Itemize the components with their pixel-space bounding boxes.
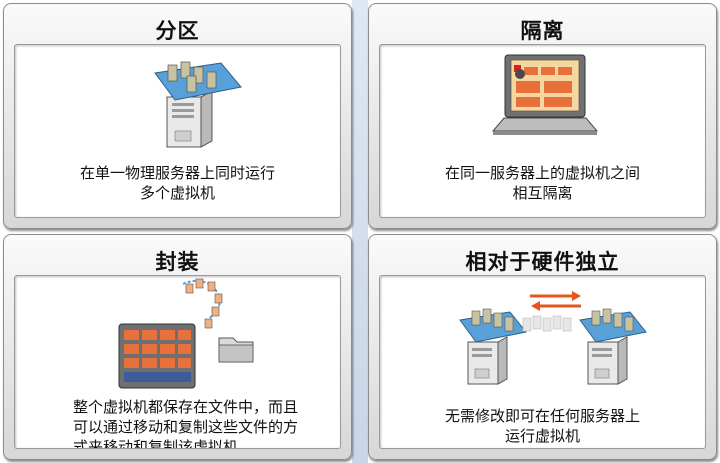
hardware-independence-illustration [459,291,647,385]
panel-title: 隔离 [520,19,565,43]
virtual-machine-stack-icon [154,61,242,101]
panel-title: 封装 [155,250,200,274]
panel-content: 整个虚拟机都保存在文件中，而且 可以通过移动和复制这些文件的方 式来移动和复制该… [14,275,341,449]
server-tower-icon [579,308,647,385]
panel-isolation: 隔离 在同一服务器上的虚拟机之间 相互隔离 [368,3,717,229]
virtual-machine-window-icon [514,65,572,107]
encapsulation-illustration [118,278,254,389]
panel-content: 在单一物理服务器上同时运行 多个虚拟机 [14,44,341,218]
panel-title: 相对于硬件独立 [465,250,620,274]
panel-encapsulation: 封装 [3,234,352,460]
panel-caption: 在单一物理服务器上同时运行 多个虚拟机 [79,164,275,202]
transfer-arrows-icon [522,291,581,332]
center-divider-strip [352,0,368,463]
panel-content: 无需修改即可在任何服务器上 运行虚拟机 [379,275,706,449]
file-chain-icon [182,278,223,329]
panel-caption: 整个虚拟机都保存在文件中，而且 可以通过移动和复制这些文件的方 式来移动和复制该… [73,398,299,449]
panel-title: 分区 [155,19,200,43]
panel-content: 在同一服务器上的虚拟机之间 相互隔离 [379,44,706,218]
vm-grid-icon [118,323,196,389]
panel-hardware-independence: 相对于硬件独立 [368,234,717,460]
panel-caption: 无需修改即可在任何服务器上 运行虚拟机 [444,407,640,445]
server-tower-icon [166,90,213,148]
isolation-illustration [491,54,599,135]
server-tower-icon [459,308,527,385]
folder-icon [218,337,254,363]
panel-partition: 分区 在单一物理服务器上同时运行 多个虚拟机 [3,3,352,229]
partition-illustration [154,61,242,148]
panel-caption: 在同一服务器上的虚拟机之间 相互隔离 [444,164,640,202]
